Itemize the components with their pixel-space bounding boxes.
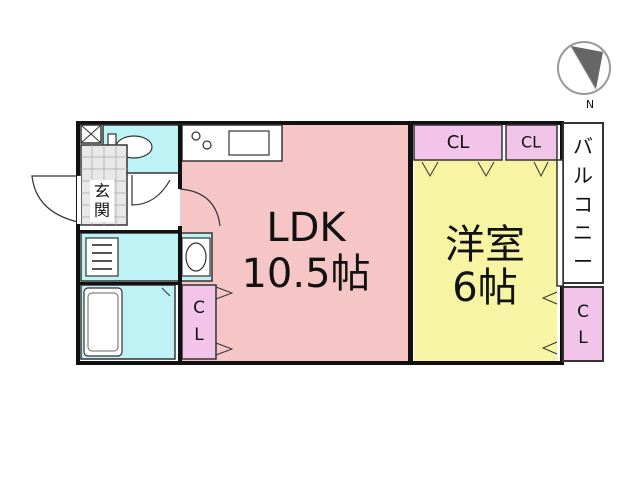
western-room-name: 洋室 [445, 222, 525, 268]
entrance-label-1: 玄 [94, 182, 110, 201]
balcony-label-char-5: ー [573, 250, 593, 274]
washing-machine-space [85, 237, 119, 277]
bathtub-icon [83, 287, 123, 357]
ldk-room [180, 125, 410, 361]
compass-north-label: N [586, 98, 594, 111]
sink-icon [228, 130, 270, 156]
entrance-label-2: 関 [94, 201, 110, 220]
closet-ldk-l: L [194, 325, 204, 345]
closet-right-l: L [578, 328, 588, 348]
balcony-label-char-1: バ [573, 135, 593, 159]
western-room [414, 160, 557, 361]
basin-icon [185, 242, 207, 272]
ldk-size: 10.5帖 [241, 251, 370, 297]
balcony-window [556, 159, 564, 287]
closet-door-mark [215, 342, 234, 356]
closet-right-c: C [577, 302, 589, 322]
western-room-size: 6帖 [452, 265, 517, 311]
entrance-door-swing[interactable] [31, 175, 80, 223]
closet-door-mark [477, 161, 495, 178]
closet-door-mark [533, 161, 549, 178]
closet-ldk [181, 284, 217, 360]
stove-burner-icon [202, 140, 212, 150]
closet-door-mark [421, 161, 439, 178]
balcony-label-char-2: ル [573, 164, 593, 188]
ldk-name: LDK [266, 205, 347, 251]
compass-icon [557, 41, 611, 95]
stove-burner-icon [191, 131, 201, 141]
closet-top-right [505, 124, 558, 161]
closet-door-mark [541, 291, 558, 305]
toilet-door-swing [131, 175, 171, 206]
balcony-label-char-4: ニ [573, 221, 593, 245]
closet-door-mark [215, 286, 234, 300]
closet-ldk-c: C [193, 298, 205, 318]
balcony-label-char-3: コ [573, 193, 593, 217]
ldk-door-swing [179, 188, 221, 227]
closet-top-left [413, 124, 503, 161]
closet-top-right-label: CL [521, 133, 541, 152]
closet-right [562, 286, 604, 362]
balcony [562, 122, 604, 284]
closet-top-left-label: CL [447, 132, 470, 153]
partition-wall [408, 125, 413, 361]
closet-door-mark [541, 341, 558, 355]
